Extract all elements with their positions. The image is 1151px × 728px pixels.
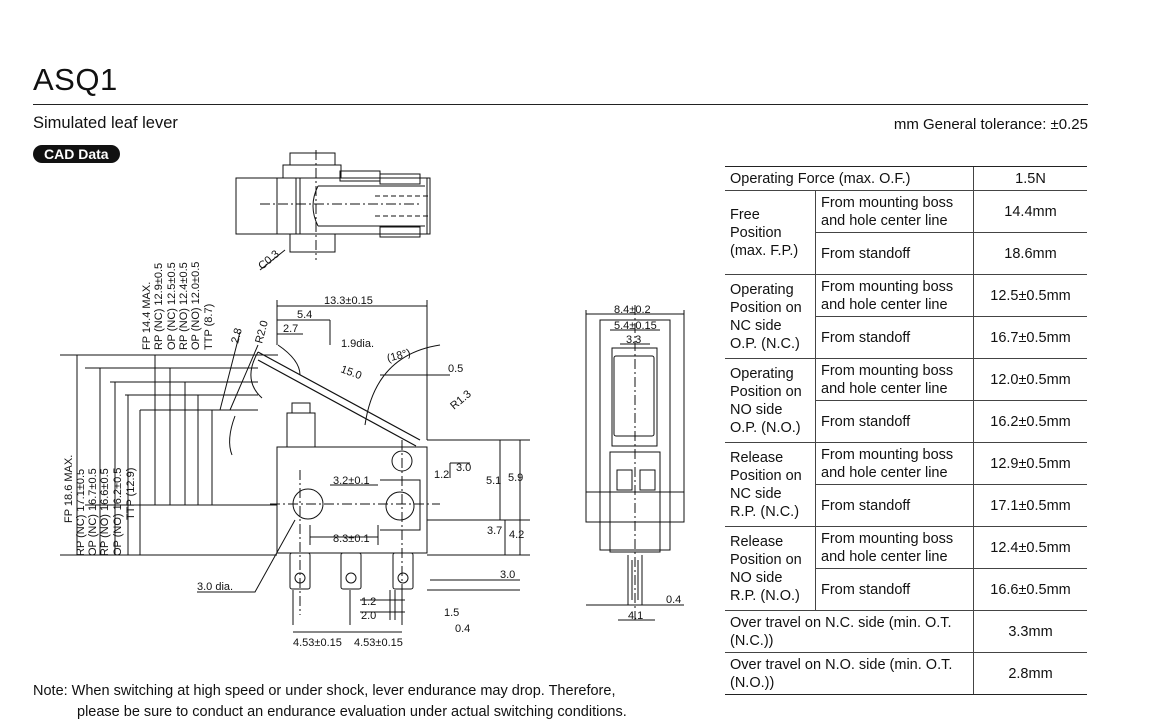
- spec-value: 16.7±0.5mm: [973, 316, 1087, 359]
- spec-value: 17.1±0.5mm: [973, 484, 1087, 527]
- dim-1-5: 1.5: [444, 607, 459, 619]
- dim-4-2: 4.2: [509, 529, 524, 541]
- dim-8-4: 8.4±0.2: [614, 304, 651, 316]
- spec-sub-label: From mounting boss and hole center line: [815, 442, 974, 485]
- upper-label-ttp: TTP (8.7): [203, 304, 215, 350]
- dim-0-5: 0.5: [448, 363, 463, 375]
- spec-label: Release Position on NO side R.P. (N.O.): [725, 526, 816, 611]
- spec-sub-label: From standoff: [815, 568, 974, 611]
- spec-table: Operating Force (max. O.F.) 1.5N Free Po…: [725, 166, 1087, 695]
- dim-3-0b: 3.0: [500, 569, 515, 581]
- dim-4-1: 4.1: [628, 610, 643, 622]
- spec-label: Operating Position on NO side O.P. (N.O.…: [725, 358, 816, 443]
- dim-8-3: 8.3±0.1: [333, 533, 370, 545]
- dim-15: 15.0: [339, 364, 363, 383]
- dim-2-7: 2.7: [283, 323, 298, 335]
- dim-5-4b: 5.4±0.15: [614, 320, 657, 332]
- cad-data-button[interactable]: CAD Data: [33, 145, 120, 163]
- dim-5-9: 5.9: [508, 472, 523, 484]
- spec-value: 12.4±0.5mm: [973, 526, 1087, 569]
- spec-sub-label: From standoff: [815, 316, 974, 359]
- spec-label: Operating Position on NC side O.P. (N.C.…: [725, 274, 816, 359]
- dim-4-53-right: 4.53±0.15: [354, 637, 403, 649]
- upper-label-rp-no: RP (NO) 12.4±0.5: [178, 262, 190, 350]
- lower-label-ttp: TTP (12.9): [125, 468, 137, 520]
- page-subtitle: Simulated leaf lever: [33, 114, 178, 132]
- lower-label-rp-nc: RP (NC) 17.1±0.5: [75, 469, 87, 556]
- spec-label: Over travel on N.C. side (min. O.T. (N.C…: [725, 610, 974, 653]
- dim-4-53-left: 4.53±0.15: [293, 637, 342, 649]
- dim-0-4b: 0.4: [666, 594, 681, 606]
- spec-sub-label: From standoff: [815, 484, 974, 527]
- dim-1-2b: 1.2: [361, 596, 376, 608]
- dim-0-4: 0.4: [455, 623, 470, 635]
- dim-18-deg: (18°): [386, 347, 412, 365]
- dim-3-0: 3.0: [456, 462, 471, 474]
- dim-r1-3: R1.3: [448, 388, 474, 412]
- spec-label: Operating Force (max. O.F.): [725, 166, 974, 191]
- lower-label-op-nc: OP (NC) 16.7±0.5: [87, 468, 99, 556]
- spec-label: Free Position (max. F.P.): [725, 190, 816, 275]
- lower-label-rp-no: RP (NO) 16.6±0.5: [99, 468, 111, 556]
- spec-value: 12.0±0.5mm: [973, 358, 1087, 401]
- chamfer-label: C0.3: [256, 248, 282, 272]
- title-rule: [33, 104, 1088, 105]
- spec-sub-label: From mounting boss and hole center line: [815, 274, 974, 317]
- spec-value: 12.9±0.5mm: [973, 442, 1087, 485]
- dim-5-1: 5.1: [486, 475, 501, 487]
- spec-value: 3.3mm: [973, 610, 1087, 653]
- dim-13-3: 13.3±0.15: [324, 295, 373, 307]
- spec-value: 12.5±0.5mm: [973, 274, 1087, 317]
- upper-label-op-nc: OP (NC) 12.5±0.5: [166, 262, 178, 350]
- spec-sub-label: From standoff: [815, 232, 974, 275]
- spec-value: 16.6±0.5mm: [973, 568, 1087, 611]
- dim-5-4: 5.4: [297, 309, 312, 321]
- dim-3-dia: 3.0 dia.: [197, 581, 233, 593]
- dim-r2: R2.0: [253, 319, 271, 345]
- note-line-1: Note: When switching at high speed or un…: [33, 683, 616, 699]
- dim-3-dia-suffix: dia.: [212, 581, 233, 593]
- upper-label-op-no: OP (NO) 12.0±0.5: [190, 262, 202, 350]
- side-view: [60, 249, 530, 633]
- spec-value: 2.8mm: [973, 652, 1087, 695]
- spec-value: 16.2±0.5mm: [973, 400, 1087, 443]
- dim-3-2: 3.2±0.1: [333, 475, 370, 487]
- note: Note: When switching at high speed or un…: [33, 681, 627, 723]
- dim-3-3: 3.3: [626, 334, 641, 346]
- spec-label: Over travel on N.O. side (min. O.T. (N.O…: [725, 652, 974, 695]
- spec-value: 14.4mm: [973, 190, 1087, 233]
- top-view: [235, 150, 431, 260]
- lower-label-op-no: OP (NO) 16.2±0.5: [112, 468, 124, 556]
- dim-2-0: 2.0: [361, 610, 376, 622]
- spec-sub-label: From mounting boss and hole center line: [815, 358, 974, 401]
- dim-3-7: 3.7: [487, 525, 502, 537]
- spec-sub-label: From mounting boss and hole center line: [815, 526, 974, 569]
- dim-1-2: 1.2: [434, 469, 449, 481]
- lower-label-fp: FP 18.6 MAX.: [63, 455, 75, 523]
- upper-label-fp: FP 14.4 MAX.: [141, 282, 153, 350]
- front-view: [585, 305, 685, 621]
- spec-label: Release Position on NC side R.P. (N.C.): [725, 442, 816, 527]
- dimension-drawing: C0.3 13.3±0.15 5.4 2.7 1.9dia. (18°) 0.5…: [60, 150, 685, 649]
- note-line-2: please be sure to conduct an endurance e…: [77, 704, 627, 720]
- page-title: ASQ1: [33, 62, 118, 97]
- general-tolerance: mm General tolerance: ±0.25: [893, 116, 1088, 133]
- upper-label-rp-nc: RP (NC) 12.9±0.5: [153, 263, 165, 350]
- dim-1-9-dia: 1.9dia.: [341, 338, 374, 350]
- dim-3-dia-value: 3.0: [197, 581, 212, 593]
- dim-2-8: 2.8: [229, 327, 245, 345]
- spec-sub-label: From mounting boss and hole center line: [815, 190, 974, 233]
- spec-value: 18.6mm: [973, 232, 1087, 275]
- spec-sub-label: From standoff: [815, 400, 974, 443]
- spec-value: 1.5N: [973, 166, 1087, 191]
